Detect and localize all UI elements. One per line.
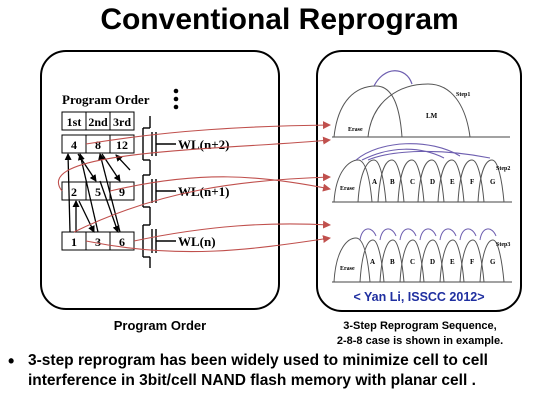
step3-state-erase: Erase — [340, 266, 355, 272]
step-mapping-arrows — [58, 121, 331, 253]
step1-state-lm: LM — [426, 112, 438, 120]
step3-state-f: F — [470, 258, 474, 266]
cell-value: 8 — [95, 138, 101, 152]
step2-state-b: B — [390, 178, 395, 186]
bullet-text: 3-step reprogram has been widely used to… — [28, 352, 488, 389]
step2-state-a: A — [372, 178, 377, 186]
continuation-dot — [173, 96, 179, 102]
cell-value: 3 — [95, 235, 101, 249]
step1-label: Step1 — [456, 92, 470, 98]
step2-state-d: D — [430, 178, 435, 186]
nand-string-schematic — [142, 116, 176, 268]
program-order-arrows — [64, 153, 131, 233]
bullet-point: • 3-step reprogram has been widely used … — [8, 351, 556, 391]
cell-value: 12 — [116, 138, 128, 152]
step2-graph: Erase A B C D E F G Step2 — [332, 143, 512, 203]
step2-state-erase: Erase — [340, 186, 355, 192]
cell-value: 9 — [119, 185, 125, 199]
step2-state-e: E — [450, 178, 455, 186]
cell-row-wl-n-plus-1: 2 5 9 — [61, 181, 135, 201]
step3-label: Step3 — [496, 242, 510, 248]
citation-text: < Yan Li, ISSCC 2012> — [353, 290, 485, 304]
slide-title: Conventional Reprogram — [100, 3, 459, 36]
left-caption: Program Order — [113, 318, 207, 333]
step1-graph: Erase LM Step1 — [332, 70, 510, 138]
step3-graph: Erase A B C D E F G Step3 — [332, 228, 512, 283]
wordline-label-n: WL(n) — [178, 234, 216, 249]
column-header-3rd: 3rd — [113, 115, 131, 129]
step2-state-c: C — [410, 178, 415, 186]
program-order-heading: Program Order — [62, 92, 150, 107]
continuation-dot — [173, 104, 179, 110]
column-header-2nd: 2nd — [88, 115, 108, 129]
step3-state-b: B — [390, 258, 395, 266]
cell-value: 1 — [71, 235, 77, 249]
step3-state-e: E — [450, 258, 455, 266]
column-header-row: 1st 2nd 3rd — [61, 111, 135, 131]
cell-value: 6 — [119, 235, 125, 249]
cell-row-wl-n-plus-2: 4 8 12 — [61, 134, 135, 154]
step3-state-d: D — [430, 258, 435, 266]
step3-state-c: C — [410, 258, 415, 266]
wordline-label-n-plus-1: WL(n+1) — [178, 184, 229, 199]
step1-state-erase: Erase — [348, 127, 363, 133]
step3-state-g: G — [490, 258, 496, 266]
cell-value: 5 — [95, 185, 101, 199]
continuation-dot — [173, 88, 179, 94]
step2-state-g: G — [490, 178, 496, 186]
right-caption-line2: 2-8-8 case is shown in example. — [336, 335, 504, 347]
column-header-1st: 1st — [67, 115, 82, 129]
step2-state-f: F — [470, 178, 474, 186]
step3-state-a: A — [370, 258, 375, 266]
bullet-marker: • — [8, 351, 15, 371]
cell-value: 4 — [71, 138, 77, 152]
right-caption-line1: 3-Step Reprogram Sequence, — [343, 320, 497, 332]
cell-value: 2 — [71, 185, 77, 199]
reprogram-sequence-panel — [316, 50, 522, 312]
step2-label: Step2 — [496, 166, 510, 172]
citation: < Yan Li, ISSCC 2012> — [316, 290, 522, 304]
cell-row-wl-n: 1 3 6 — [61, 231, 135, 251]
